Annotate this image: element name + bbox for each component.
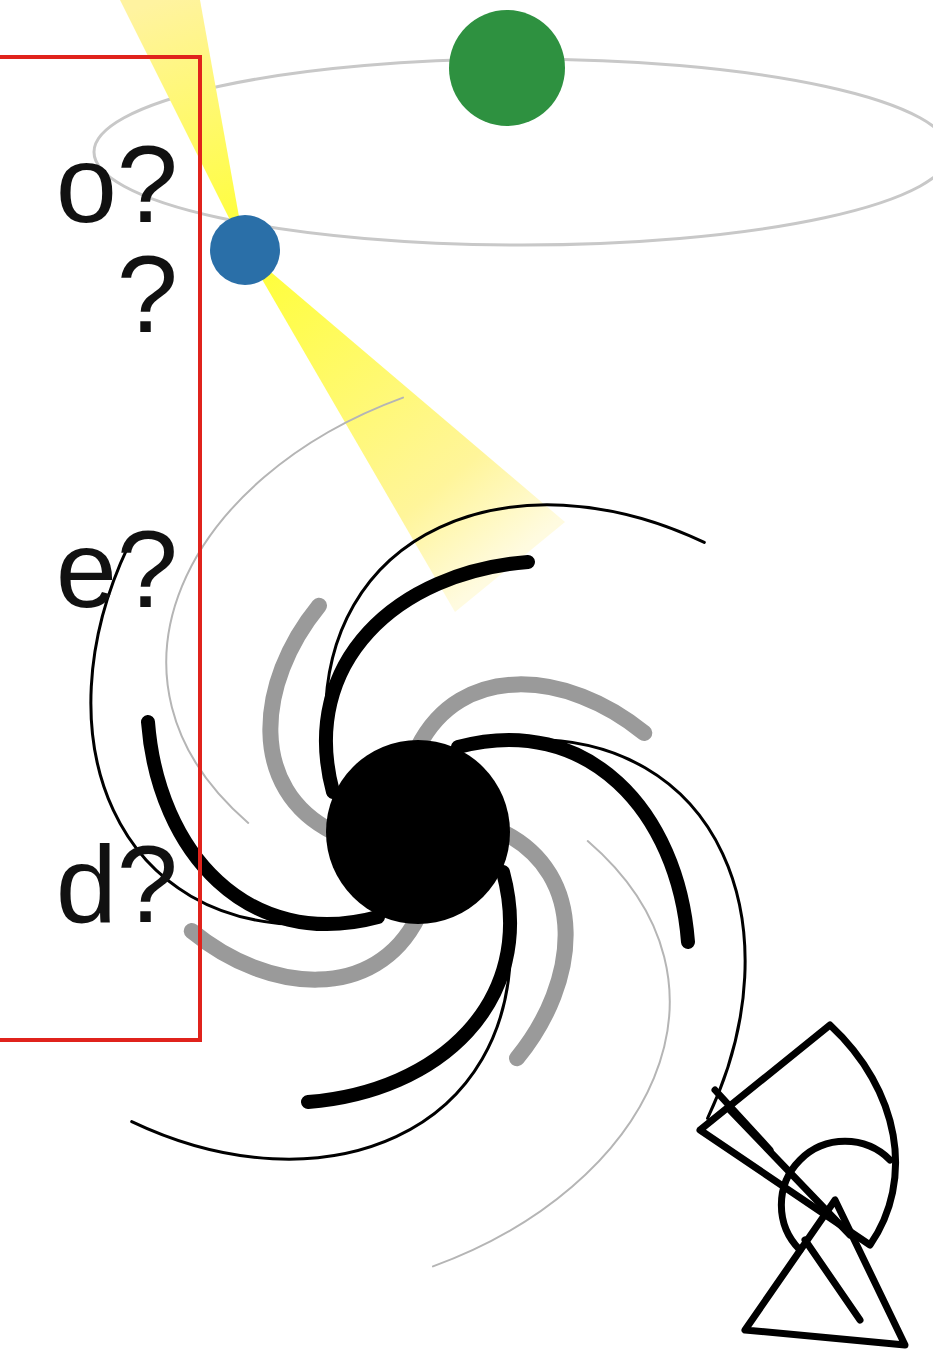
black-hole [20,396,815,1268]
question-text: e? [56,514,178,624]
radio-telescope [700,1025,905,1345]
question-text: d? [56,829,178,939]
companion-star [449,10,565,126]
question-box: o?? e? d? [0,55,202,1042]
question-text: ? [117,239,178,349]
pulsar-dot [210,215,280,285]
question-text: o? [56,129,178,239]
